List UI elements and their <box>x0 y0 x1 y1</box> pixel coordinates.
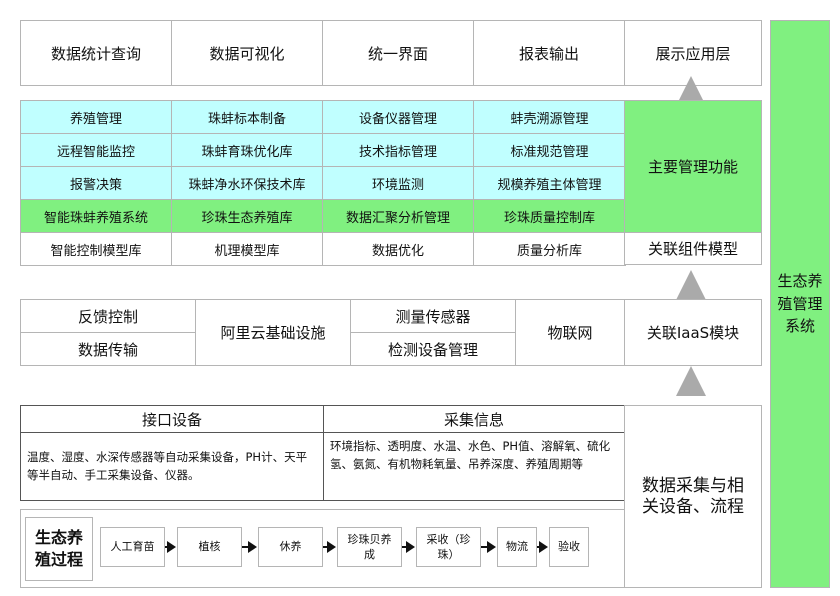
info-text: 环境指标、透明度、水温、水色、PH值、溶解氧、硫化氢、氨氮、有机物耗氧量、吊养深… <box>323 432 625 501</box>
arrow-right-icon <box>165 541 176 553</box>
management-cell: 数据优化 <box>322 232 474 266</box>
feedback-control: 反馈控制 <box>20 299 196 333</box>
arrow-right-icon <box>242 541 257 553</box>
management-cell: 报警决策 <box>20 166 172 200</box>
process-step: 采收（珍珠） <box>416 527 481 567</box>
up-arrow-icon <box>676 270 706 300</box>
process-step: 珍珠贝养成 <box>337 527 402 567</box>
iot: 物联网 <box>515 299 625 366</box>
interface-header: 接口设备 <box>20 405 324 433</box>
arrow-right-icon <box>537 541 548 553</box>
side-system-label: 生态养殖管理系统 <box>770 20 830 588</box>
management-cell: 设备仪器管理 <box>322 100 474 134</box>
management-cell: 标准规范管理 <box>473 133 626 167</box>
process-step: 休养 <box>258 527 323 567</box>
management-cell: 机理模型库 <box>171 232 323 266</box>
top-cell-unified-ui: 统一界面 <box>322 20 474 86</box>
process-title: 生态养殖过程 <box>25 517 93 581</box>
collection-label: 数据采集与相关设备、流程 <box>624 405 762 588</box>
management-cell: 珍珠质量控制库 <box>473 199 626 233</box>
top-cell-visualization: 数据可视化 <box>171 20 323 86</box>
top-cell-report-output: 报表输出 <box>473 20 625 86</box>
management-cell: 珠蚌育珠优化库 <box>171 133 323 167</box>
component-model-label: 关联组件模型 <box>624 232 762 265</box>
top-cell-stats-query: 数据统计查询 <box>20 20 172 86</box>
management-cell: 规模养殖主体管理 <box>473 166 626 200</box>
measure-sensor: 测量传感器 <box>350 299 516 333</box>
process-step: 植核 <box>177 527 242 567</box>
data-transfer: 数据传输 <box>20 332 196 366</box>
detect-device-mgmt: 检测设备管理 <box>350 332 516 366</box>
management-cell: 技术指标管理 <box>322 133 474 167</box>
top-cell-app-layer: 展示应用层 <box>624 20 762 86</box>
management-cell: 珠蚌标本制备 <box>171 100 323 134</box>
management-cell: 养殖管理 <box>20 100 172 134</box>
info-header: 采集信息 <box>323 405 625 433</box>
arrow-right-icon <box>481 541 496 553</box>
process-step: 人工育苗 <box>100 527 165 567</box>
aliyun-infrastructure: 阿里云基础设施 <box>195 299 351 366</box>
arrow-right-icon <box>402 541 415 553</box>
interface-text: 温度、湿度、水深传感器等自动采集设备，PH计、天平等半自动、手工采集设备、仪器。 <box>20 432 324 501</box>
management-cell: 珍珠生态养殖库 <box>171 199 323 233</box>
management-cell: 数据汇聚分析管理 <box>322 199 474 233</box>
management-cell: 智能控制模型库 <box>20 232 172 266</box>
arrow-right-icon <box>323 541 336 553</box>
management-cell: 环境监测 <box>322 166 474 200</box>
process-step: 物流 <box>497 527 537 567</box>
iaas-module-label: 关联IaaS模块 <box>624 299 762 366</box>
management-cell: 智能珠蚌养殖系统 <box>20 199 172 233</box>
management-cell: 蚌壳溯源管理 <box>473 100 626 134</box>
process-step: 验收 <box>549 527 589 567</box>
up-arrow-icon <box>676 366 706 396</box>
management-cell: 珠蚌净水环保技术库 <box>171 166 323 200</box>
management-cell: 质量分析库 <box>473 232 626 266</box>
management-cell: 远程智能监控 <box>20 133 172 167</box>
main-management-label: 主要管理功能 <box>624 100 762 233</box>
